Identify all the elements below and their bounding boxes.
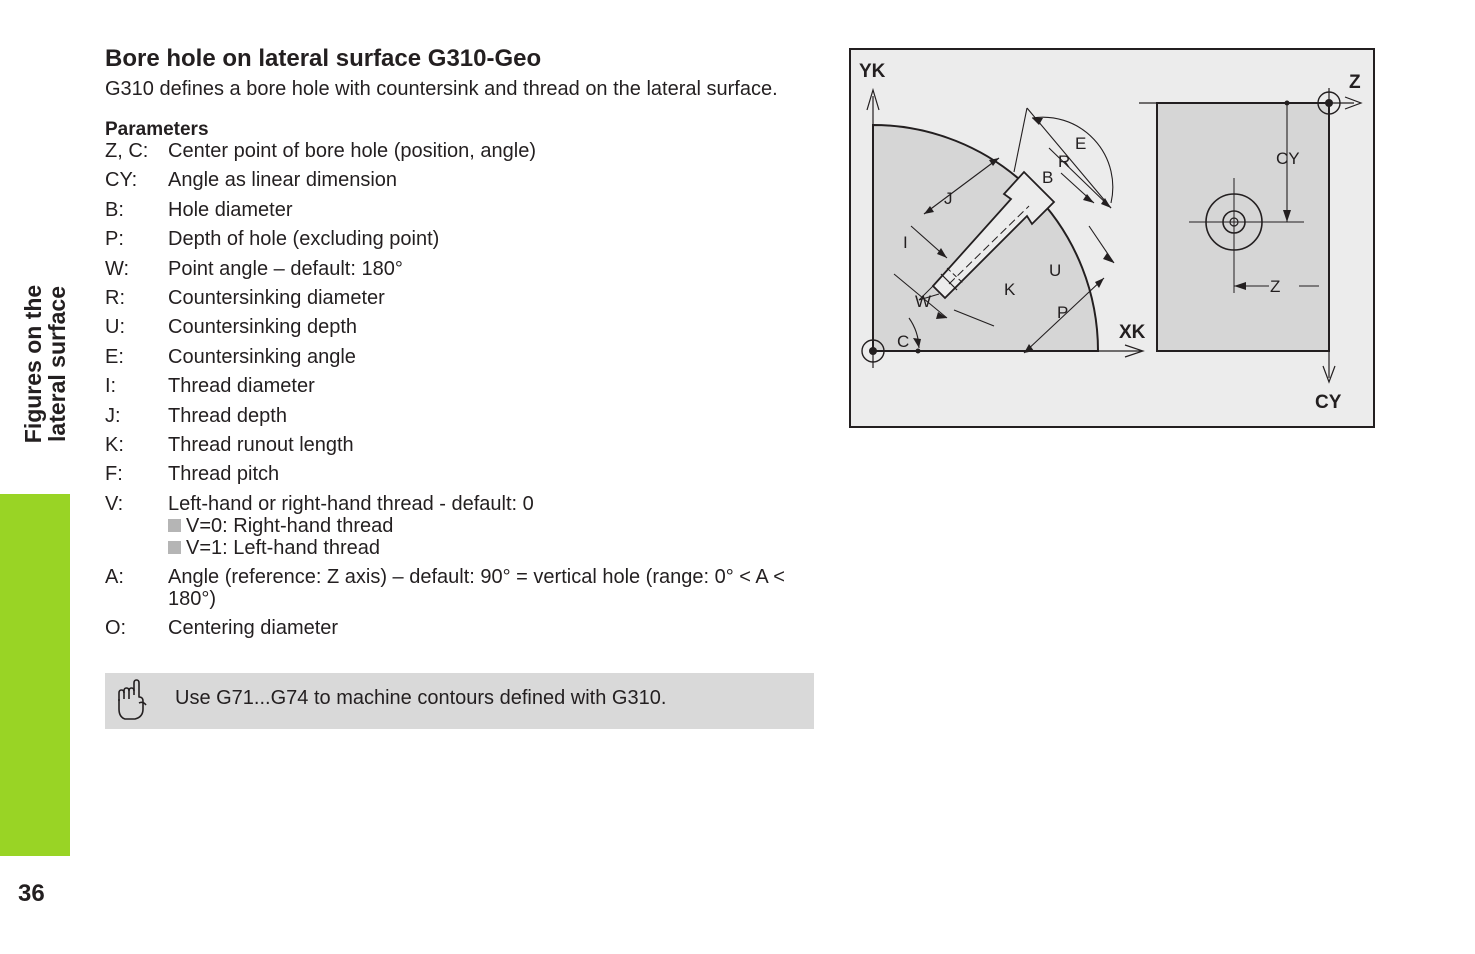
param-row: I: Thread diameter [105,375,815,397]
param-row: P: Depth of hole (excluding point) [105,228,815,250]
param-key: B: [105,198,124,221]
bullet-square-icon [168,540,181,554]
side-tab-line2: lateral surface [44,286,70,442]
param-desc: Center point of bore hole (position, ang… [168,140,537,162]
bore-hole-shape [918,170,1056,301]
note-box: Use G71...G74 to machine contours define… [105,673,814,729]
param-desc: Angle as linear dimension [168,169,398,192]
param-desc: Thread depth [168,404,287,427]
cy-dim-dot-icon [1284,100,1290,106]
param-key: J: [105,404,121,427]
param-desc: Hole diameter [168,198,293,221]
dim-label-p: P [1057,303,1068,322]
param-desc: Angle (reference: Z axis) – default: 90°… [168,566,785,611]
c-dim-dot-icon [915,348,921,354]
xk-arrow-icon [1124,344,1145,358]
param-desc: Thread runout length [168,433,354,456]
parameters-heading: Parameters [105,119,209,140]
param-key: I: [105,375,117,398]
param-key: CY: [105,169,138,192]
param-key: W: [105,257,130,280]
param-key: K: [105,433,124,456]
param-desc-block: Left-hand or right-hand thread - default… [168,493,815,559]
page-number: 36 [18,880,45,907]
param-key: E: [105,345,124,368]
param-desc: Point angle – default: 180° [168,257,403,280]
param-row: E: Countersinking angle [105,346,815,368]
dim-label-u: U [1049,261,1061,280]
z-arrow-icon [1344,96,1363,110]
yk-arrow-icon [866,87,880,111]
bore-hole-diagram: YK XK Z CY E R B J I U K W P C CY Z [849,48,1375,428]
dim-label-k: K [1004,280,1016,299]
param-row: B: Hole diameter [105,199,815,221]
param-row: R: Countersinking diameter [105,287,815,309]
param-row: W: Point angle – default: 180° [105,258,815,280]
z-axis-label: Z [1349,72,1361,93]
param-desc: Countersinking depth [168,316,358,339]
dim-label-c: C [897,332,909,351]
hole-top-view [1189,178,1304,293]
param-row: J: Thread depth [105,405,815,427]
param-desc: Centering diameter [168,617,339,640]
section-title: Bore hole on lateral surface G310-Geo [105,45,542,72]
param-desc: Depth of hole (excluding point) [168,228,440,251]
param-key: O: [105,617,127,640]
side-tab-line1: Figures on the [20,284,46,444]
option-item: V=0: Right-hand thread [168,515,815,537]
main-content: Bore hole on lateral surface G310-Geo G3… [105,44,815,647]
cy-dim-arrow-icon [1283,210,1291,222]
z-origin-marker-icon [1317,91,1341,115]
param-row: K: Thread runout length [105,434,815,456]
side-tab-title: Figures on the lateral surface [20,284,70,444]
param-desc: Left-hand or right-hand thread - default… [168,492,534,515]
origin-dot-icon [869,347,877,355]
pointing-hand-icon [113,679,149,723]
param-row: Z, C: Center point of bore hole (position… [105,140,815,162]
origin-marker-icon [861,339,885,363]
side-tab: Figures on the lateral surface [0,0,70,495]
param-key: P: [105,228,124,251]
side-accent-bar [0,494,70,856]
option-label: V=1: Left-hand thread [186,536,381,559]
param-row: F: Thread pitch [105,463,815,485]
param-row: A: Angle (reference: Z axis) – default: 9… [105,566,815,610]
param-desc: Thread pitch [168,463,280,486]
cy-axis-label: CY [1315,392,1342,413]
dim-label-b: B [1042,168,1053,187]
dim-label-w: W [915,292,931,311]
param-key: A: [105,566,124,589]
param-desc: Thread diameter [168,375,315,398]
dim-label-i: I [903,233,908,252]
dim-label-e: E [1075,134,1086,153]
param-desc: Countersinking angle [168,345,356,368]
param-key: U: [105,316,125,339]
z-dim-arrow-icon [1234,282,1246,290]
option-item: V=1: Left-hand thread [168,537,815,559]
param-row: V: Left-hand or right-hand thread - defa… [105,493,815,559]
dimension-arrows [913,118,1114,353]
diagram-svg: YK XK Z CY E R B J I U K W P C CY Z [849,48,1375,428]
note-text: Use G71...G74 to machine contours define… [175,687,667,709]
param-key: Z, C: [105,140,149,162]
cy-arrow-icon [1322,365,1336,384]
param-row: O: Centering diameter [105,617,815,639]
param-key: R: [105,286,125,309]
param-row: CY: Angle as linear dimension [105,169,815,191]
bullet-square-icon [168,518,181,532]
dim-label-j: J [944,189,953,208]
dim-label-cy: CY [1276,149,1300,168]
param-row: U: Countersinking depth [105,316,815,338]
xk-axis-label: XK [1119,322,1146,343]
dim-label-z: Z [1270,277,1280,296]
z-origin-dot-icon [1325,99,1333,107]
param-key: F: [105,463,123,486]
option-label: V=0: Right-hand thread [186,514,394,537]
param-desc: Countersinking diameter [168,286,385,309]
param-key: V: [105,492,124,515]
yk-axis-label: YK [859,61,886,82]
intro-text: G310 defines a bore hole with countersin… [105,78,778,100]
dim-label-r: R [1058,152,1070,171]
